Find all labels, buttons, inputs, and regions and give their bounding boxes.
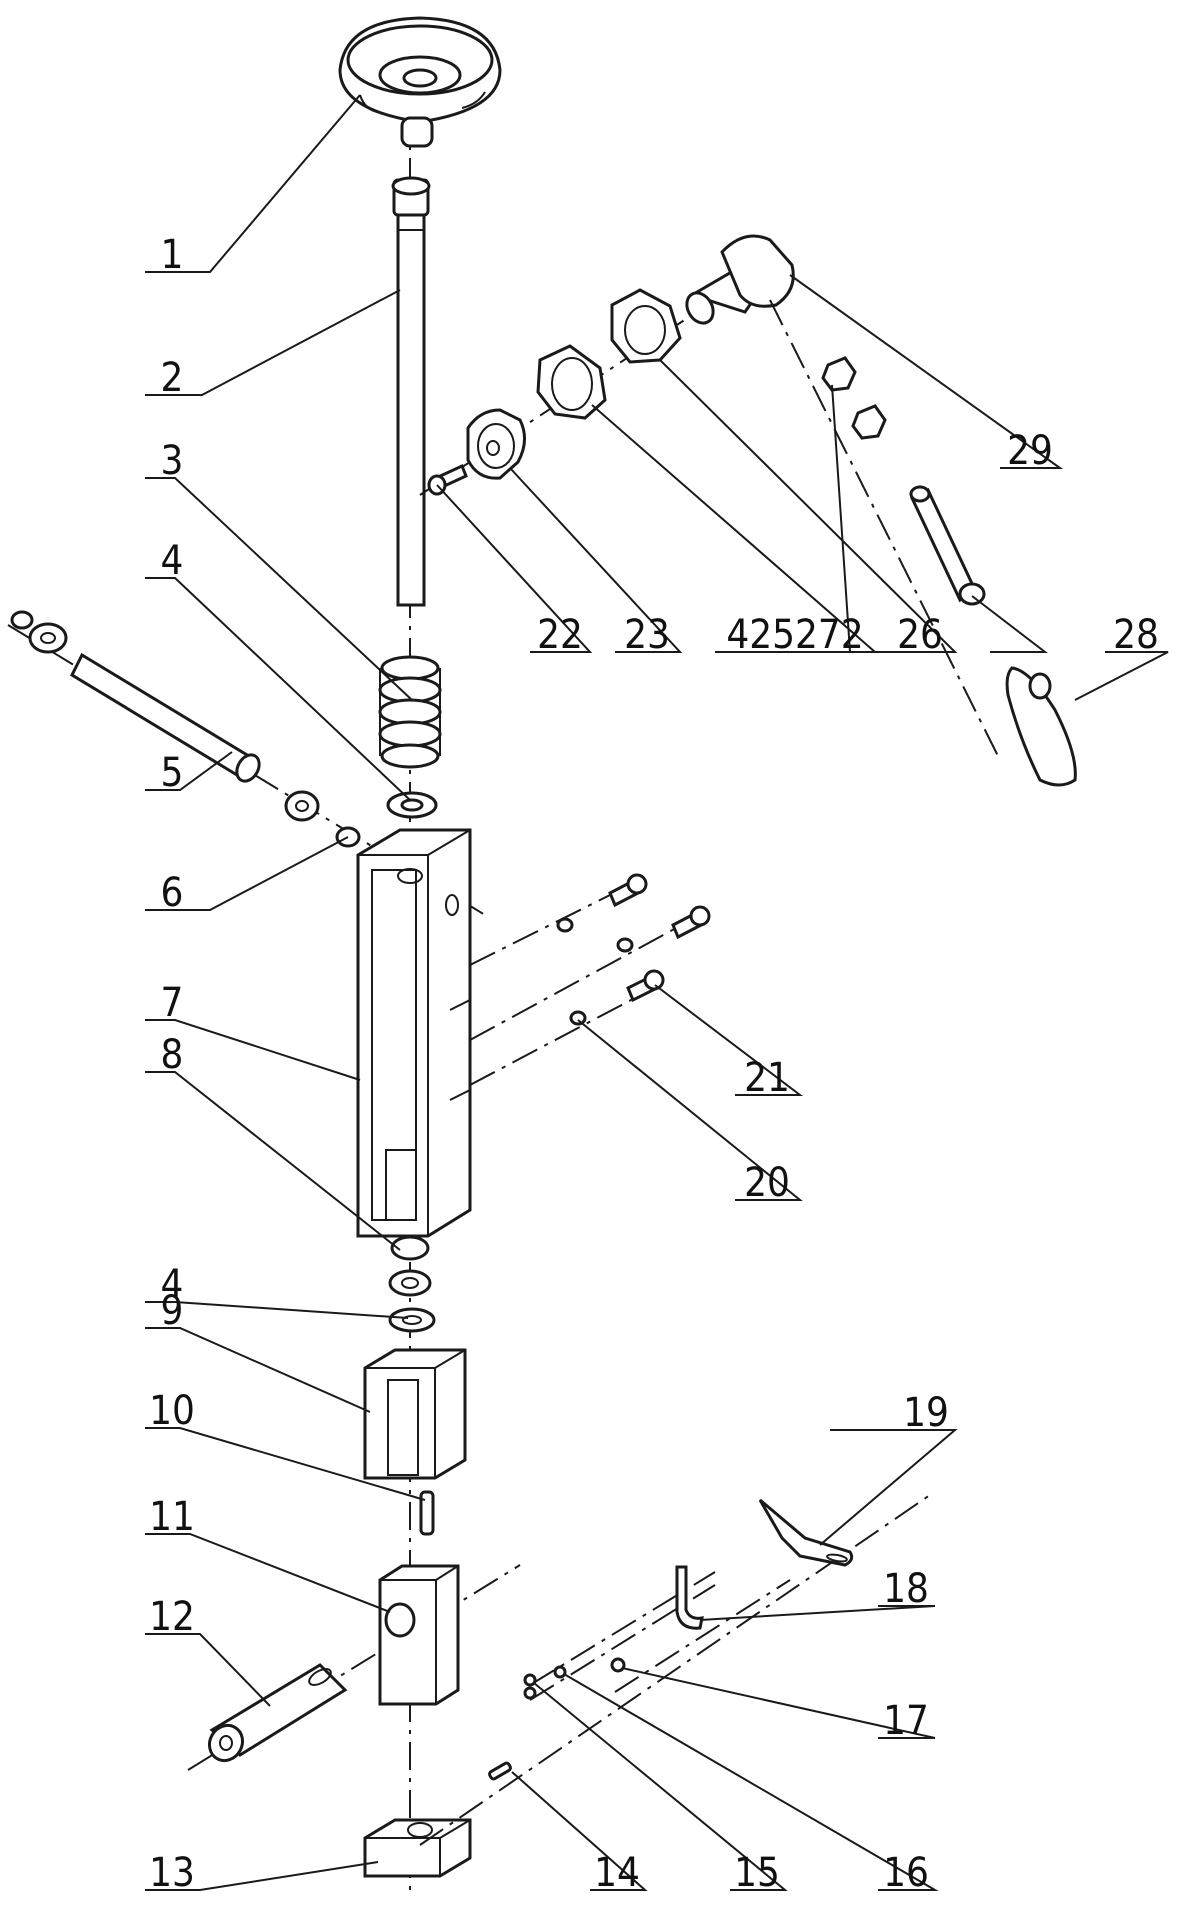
part-2-shaft: [391, 176, 431, 607]
callout-11: 11: [149, 1494, 195, 1540]
callout-18: 18: [883, 1566, 929, 1612]
callout-24-25-27: 425272: [726, 612, 863, 658]
leader-lines: [145, 94, 1169, 1891]
part-13-base: [363, 1818, 472, 1878]
callout-6: 6: [161, 870, 184, 916]
part-11-block: [187, 1564, 521, 1771]
callout-labels: 1 2 3 4 5 6 7 8 4 9 10 11 12 13 14 15 16…: [149, 232, 1159, 1896]
part-8-nut: [388, 1235, 432, 1297]
callout-22: 22: [537, 612, 583, 658]
callout-15: 15: [734, 1850, 780, 1896]
callout-3: 3: [161, 438, 184, 484]
callout-7: 7: [161, 980, 184, 1026]
parts-14-19-blade-assembly: [419, 1494, 931, 1846]
callout-17: 17: [883, 1698, 929, 1744]
callout-29: 29: [1007, 428, 1053, 474]
callout-23: 23: [624, 612, 670, 658]
part-4-washer-top: [386, 791, 438, 819]
callout-9: 9: [161, 1288, 184, 1334]
callout-8: 8: [161, 1032, 184, 1078]
callout-10: 10: [149, 1388, 195, 1434]
callout-2: 2: [161, 355, 184, 401]
callout-4a: 4: [161, 538, 184, 584]
callout-4b: 4: [161, 1262, 184, 1308]
part-7-housing: [356, 828, 472, 1238]
part-3-spring: [378, 655, 442, 769]
part-4-washer-bottom: [388, 1307, 436, 1333]
part-12-pin: [207, 1663, 348, 1763]
parts-20-21-screws: [469, 873, 711, 1086]
callout-12: 12: [149, 1594, 195, 1640]
callout-14: 14: [594, 1850, 640, 1896]
parts-22-29-handle-assembly: [419, 234, 1077, 787]
callout-28: 28: [1113, 612, 1159, 658]
callout-13: 13: [149, 1850, 195, 1896]
callout-1: 1: [161, 232, 184, 278]
callout-20: 20: [744, 1160, 790, 1206]
callout-5: 5: [161, 750, 184, 796]
callout-19: 19: [903, 1390, 949, 1436]
callout-16: 16: [883, 1850, 929, 1896]
callout-26: 26: [897, 612, 943, 658]
part-9-block: [363, 1348, 467, 1480]
callout-21: 21: [744, 1055, 790, 1101]
part-10-pin: [419, 1490, 435, 1536]
part-1-knob: [338, 16, 502, 148]
